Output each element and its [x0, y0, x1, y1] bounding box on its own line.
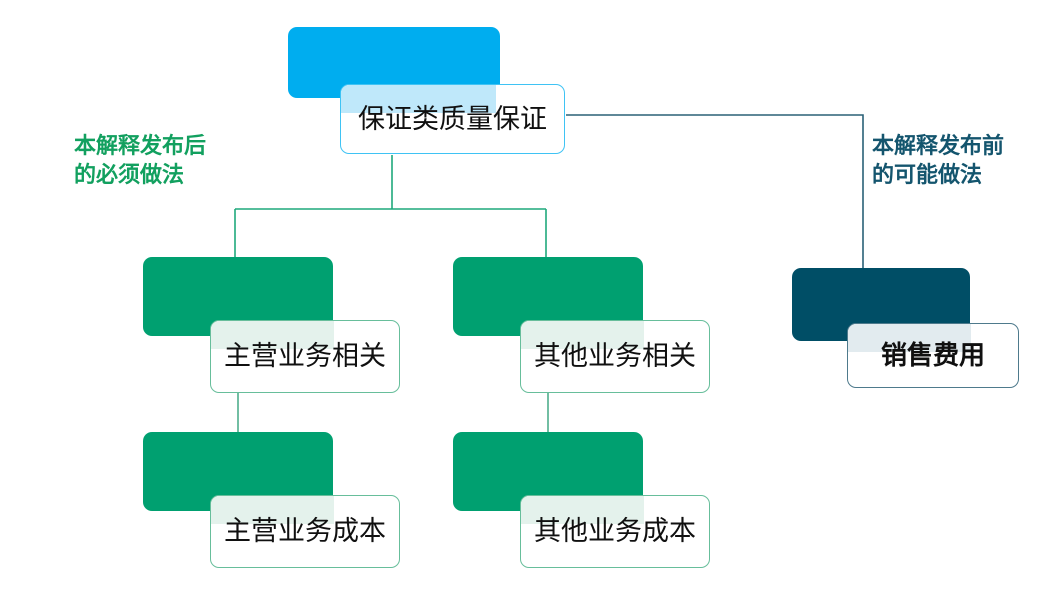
node-selling-expense[interactable]: 销售费用 — [792, 268, 1042, 398]
node-other-business-cost-card[interactable]: 其他业务成本 — [520, 495, 710, 568]
edge-root-to-selling-expense — [566, 114, 864, 271]
node-selling-expense-card[interactable]: 销售费用 — [847, 323, 1019, 388]
node-main-business-related-label: 主营业务相关 — [224, 341, 386, 372]
node-root[interactable]: 保证类质量保证 — [288, 27, 568, 157]
node-selling-expense-label: 销售费用 — [880, 340, 985, 371]
node-main-business-related-card[interactable]: 主营业务相关 — [210, 320, 400, 393]
node-other-business-related-label: 其他业务相关 — [534, 341, 696, 372]
annotation-left-note: 本解释发布后 的必须做法 — [74, 134, 207, 189]
node-main-business-cost-card[interactable]: 主营业务成本 — [210, 495, 400, 568]
node-main-business-cost-label: 主营业务成本 — [224, 516, 386, 547]
node-main-business-related[interactable]: 主营业务相关 — [143, 257, 403, 397]
node-root-label: 保证类质量保证 — [358, 103, 547, 135]
node-other-business-related[interactable]: 其他业务相关 — [453, 257, 713, 397]
node-other-business-cost[interactable]: 其他业务成本 — [453, 432, 713, 572]
node-main-business-cost[interactable]: 主营业务成本 — [143, 432, 403, 572]
node-root-card[interactable]: 保证类质量保证 — [340, 84, 565, 154]
node-other-business-cost-label: 其他业务成本 — [534, 516, 696, 547]
node-other-business-related-card[interactable]: 其他业务相关 — [520, 320, 710, 393]
annotation-right-note: 本解释发布前 的可能做法 — [872, 134, 1005, 189]
